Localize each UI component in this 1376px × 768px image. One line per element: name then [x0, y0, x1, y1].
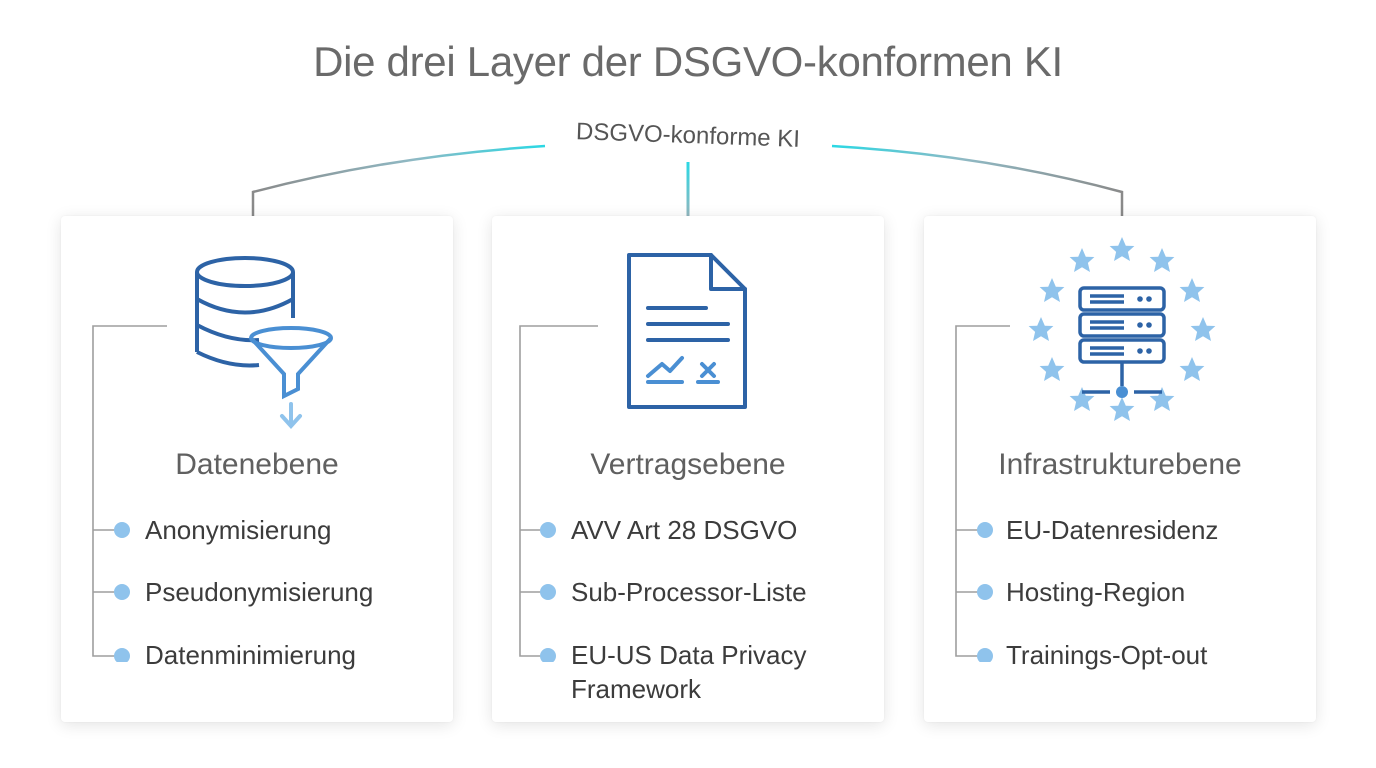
connector-left: [251, 144, 546, 216]
list-item: Hosting-Region: [1006, 577, 1186, 607]
bullet-icons: [977, 522, 993, 662]
eu-server-icon: [1028, 237, 1216, 421]
bullet-icons: [540, 522, 556, 662]
database-filter-icon: [195, 256, 333, 429]
layer-title: Vertragsebene: [590, 448, 786, 481]
list-item: Trainings-Opt-out: [1006, 640, 1208, 670]
page-title: Die drei Layer der DSGVO-konformen KI: [313, 38, 1063, 85]
contract-document-icon: [627, 253, 747, 409]
list-item: EU-US Data Privacy Framework: [571, 640, 807, 704]
layer-title: Datenebene: [175, 448, 339, 481]
layer-card-data: Datenebene Anonymisierung Pseudonymisier…: [61, 216, 453, 722]
hub-connectors: [251, 144, 1124, 216]
list-item: AVV Art 28 DSGVO: [571, 515, 798, 545]
bullet-icons: [114, 522, 130, 662]
server-icon: [1078, 286, 1166, 394]
layer-card-infrastructure: Infrastrukturebene EU-Datenresidenz Host…: [924, 216, 1316, 722]
list-item: Datenminimierung: [145, 640, 356, 670]
list-item: Pseudonymisierung: [145, 577, 374, 607]
layer-title: Infrastrukturebene: [998, 448, 1242, 481]
list-item: EU-Datenresidenz: [1006, 515, 1219, 545]
list-item: Sub-Processor-Liste: [571, 577, 807, 607]
connector-right: [831, 144, 1124, 216]
layer-card-contract: Vertragsebene AVV Art 28 DSGVO Sub-Proce…: [492, 216, 884, 722]
list-item: Anonymisierung: [145, 515, 332, 545]
